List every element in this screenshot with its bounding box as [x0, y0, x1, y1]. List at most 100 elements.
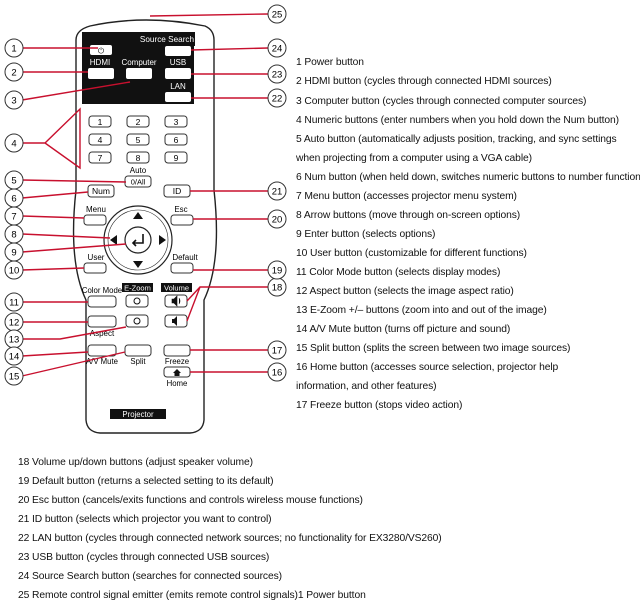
key-item-16-cont: information, and other features): [296, 381, 437, 392]
num-key-8-label: 8: [136, 153, 141, 163]
av-mute-button[interactable]: [87, 344, 117, 357]
esc-button[interactable]: [170, 214, 194, 226]
callout-12-label: 12: [9, 318, 20, 329]
callout-16: [267, 362, 287, 382]
power-icon: ⏻: [98, 47, 105, 56]
arrow-right-button[interactable]: [159, 235, 166, 245]
key-item-18: 18 Volume up/down buttons (adjust speake…: [18, 457, 253, 468]
callout-24: [267, 38, 287, 58]
projector-badge: [110, 409, 166, 419]
user-label: User: [88, 253, 105, 262]
hdmi-button[interactable]: [88, 68, 114, 79]
callout-2-label: 2: [11, 68, 16, 79]
num-key-5[interactable]: [126, 133, 150, 146]
callout-25-label: 25: [272, 10, 283, 21]
volume-header: [161, 283, 192, 292]
key-item-21: 21 ID button (selects which projector yo…: [18, 514, 272, 525]
callout-21: [267, 181, 287, 201]
key-item-5: 5 Auto button (automatically adjusts pos…: [296, 134, 617, 145]
source-search-panel: [140, 32, 195, 46]
arrow-down-button[interactable]: [133, 261, 143, 268]
num-key-6[interactable]: [164, 133, 188, 146]
color-mode-button[interactable]: [87, 295, 117, 308]
num-key-2-label: 2: [136, 117, 141, 127]
user-button[interactable]: [83, 262, 107, 274]
aspect-button[interactable]: [87, 315, 117, 328]
key-item-19: 19 Default button (returns a selected se…: [18, 476, 274, 487]
num-key-9[interactable]: [164, 151, 188, 164]
key-item-17: 17 Freeze button (stops video action): [296, 400, 463, 411]
num-key-5-label: 5: [136, 135, 141, 145]
split-button[interactable]: [124, 344, 152, 357]
e-zoom-plus-button[interactable]: [125, 294, 149, 308]
num-button[interactable]: [87, 184, 115, 198]
key-item-5-cont: when projecting from a computer using a …: [296, 153, 532, 164]
source-search-label: Source Search: [140, 35, 195, 44]
callout-lines: [21, 13, 269, 377]
enter-icon: [131, 234, 144, 247]
arrow-up-button[interactable]: [133, 212, 143, 219]
color-mode-label: Color Mode: [82, 286, 122, 295]
projector-label: Projector: [122, 410, 154, 419]
esc-label: Esc: [174, 205, 187, 214]
callout-25: [267, 4, 287, 24]
key-item-25: 25 Remote control signal emitter (emits …: [18, 590, 366, 601]
num-key-4[interactable]: [88, 133, 112, 146]
key-item-6: 6 Num button (when held down, switches n…: [296, 172, 640, 183]
callout-2: [4, 62, 24, 82]
num-key-4-label: 4: [98, 135, 103, 145]
e-zoom-minus-button[interactable]: [125, 314, 149, 328]
key-item-1: 1 Power button: [296, 57, 364, 68]
key-item-14: 14 A/V Mute button (turns off picture an…: [296, 324, 511, 335]
num-key-1-label: 1: [98, 117, 103, 127]
computer-label: Computer: [121, 58, 156, 67]
num-key-8[interactable]: [126, 151, 150, 164]
callout-23: [267, 64, 287, 84]
callout-18-label: 18: [272, 283, 283, 294]
key-item-7: 7 Menu button (accesses projector menu s…: [296, 191, 517, 202]
callout-11: [4, 292, 24, 312]
lan-button[interactable]: [165, 92, 191, 102]
callout-20: [267, 209, 287, 229]
key-item-16: 16 Home button (accesses source selectio…: [296, 362, 559, 373]
num-key-3[interactable]: [164, 115, 188, 128]
enter-button[interactable]: [124, 226, 152, 254]
home-label: Home: [167, 379, 188, 388]
default-button[interactable]: [170, 262, 194, 274]
num-key-2[interactable]: [126, 115, 150, 128]
callout-15: [4, 366, 24, 386]
key-item-8: 8 Arrow buttons (move through on-screen …: [296, 210, 521, 221]
callout-17: [267, 340, 287, 360]
key-item-13: 13 E-Zoom +/– buttons (zoom into and out…: [296, 305, 547, 316]
arrow-left-button[interactable]: [110, 235, 117, 245]
freeze-button[interactable]: [163, 344, 191, 357]
callout-16-label: 16: [272, 368, 283, 379]
callout-14: [4, 346, 24, 366]
callout-10-label: 10: [9, 266, 20, 277]
aspect-label: Aspect: [90, 329, 115, 338]
key-item-11: 11 Color Mode button (selects display mo…: [296, 267, 501, 278]
num-key-1[interactable]: [88, 115, 112, 128]
callout-22-label: 22: [272, 94, 283, 105]
callout-5-label: 5: [11, 176, 16, 187]
speaker-up-icon: [171, 295, 181, 307]
menu-button[interactable]: [83, 214, 107, 226]
num-key-6-label: 6: [174, 135, 179, 145]
callout-13-label: 13: [9, 335, 20, 346]
callout-9-label: 9: [11, 248, 16, 259]
av-mute-label: A/V Mute: [86, 357, 118, 366]
usb-label: USB: [170, 58, 186, 67]
callout-1-label: 1: [11, 44, 16, 55]
num-key-7[interactable]: [88, 151, 112, 164]
key-item-22: 22 LAN button (cycles through connected …: [18, 533, 442, 544]
callout-7-label: 7: [11, 212, 16, 223]
usb-button[interactable]: [165, 68, 191, 79]
key-item-3: 3 Computer button (cycles through connec…: [296, 96, 587, 107]
callout-20-label: 20: [272, 215, 283, 226]
callouts-right: 16 17 18 19 20 21 22 23 24 25: [267, 4, 287, 382]
callouts-left: 1 2 3 4 5 6 7 8 9 10 11 12 13 14 15: [4, 38, 24, 386]
computer-button[interactable]: [126, 68, 152, 79]
freeze-label: Freeze: [165, 357, 189, 366]
search-button[interactable]: [165, 46, 191, 56]
